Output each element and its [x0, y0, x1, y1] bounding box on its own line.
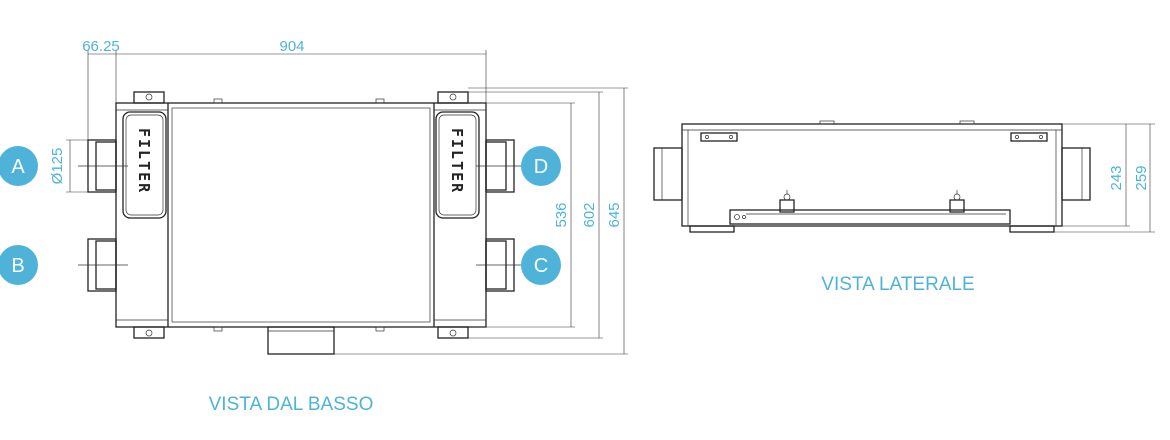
side-spigot-right — [1061, 147, 1091, 201]
dim-h1: 536 — [553, 202, 570, 227]
filter-label-right: FILTER — [448, 128, 466, 194]
svg-text:A: A — [11, 156, 25, 178]
filter-label-left: FILTER — [135, 128, 153, 194]
side-spigot-left — [653, 147, 683, 201]
bottom-view: FILTER FILTER — [0, 38, 628, 415]
dim-diameter: Ø125 — [49, 148, 66, 185]
dim-offset: 66.25 — [82, 38, 120, 55]
dimension-lines — [66, 50, 628, 355]
dim-h2: 602 — [581, 202, 598, 227]
housing-outline — [115, 102, 487, 328]
svg-text:D: D — [534, 156, 548, 178]
dim-width: 904 — [279, 38, 304, 55]
port-marker-b: B — [0, 245, 38, 285]
dim-side-h1: 243 — [1108, 165, 1125, 190]
drain-tray — [729, 209, 1011, 225]
side-housing — [681, 123, 1063, 227]
mounting-brackets — [133, 91, 469, 339]
side-view: 243 259 VISTA LATERALE — [653, 120, 1155, 295]
dim-h3: 645 — [606, 202, 623, 227]
caption-side-view: VISTA LATERALE — [821, 274, 974, 295]
duct-spigots — [78, 139, 524, 292]
caption-bottom-view: VISTA DAL BASSO — [209, 394, 374, 415]
dim-side-h2: 259 — [1133, 165, 1150, 190]
port-marker-a: A — [0, 146, 38, 186]
port-marker-d: D — [521, 146, 561, 186]
port-marker-c: C — [521, 245, 561, 285]
svg-text:B: B — [11, 255, 24, 277]
svg-text:C: C — [534, 255, 548, 277]
filter-panel-right: FILTER — [435, 111, 480, 219]
bottom-spigot — [267, 326, 335, 355]
filter-panel-left: FILTER — [122, 111, 167, 219]
